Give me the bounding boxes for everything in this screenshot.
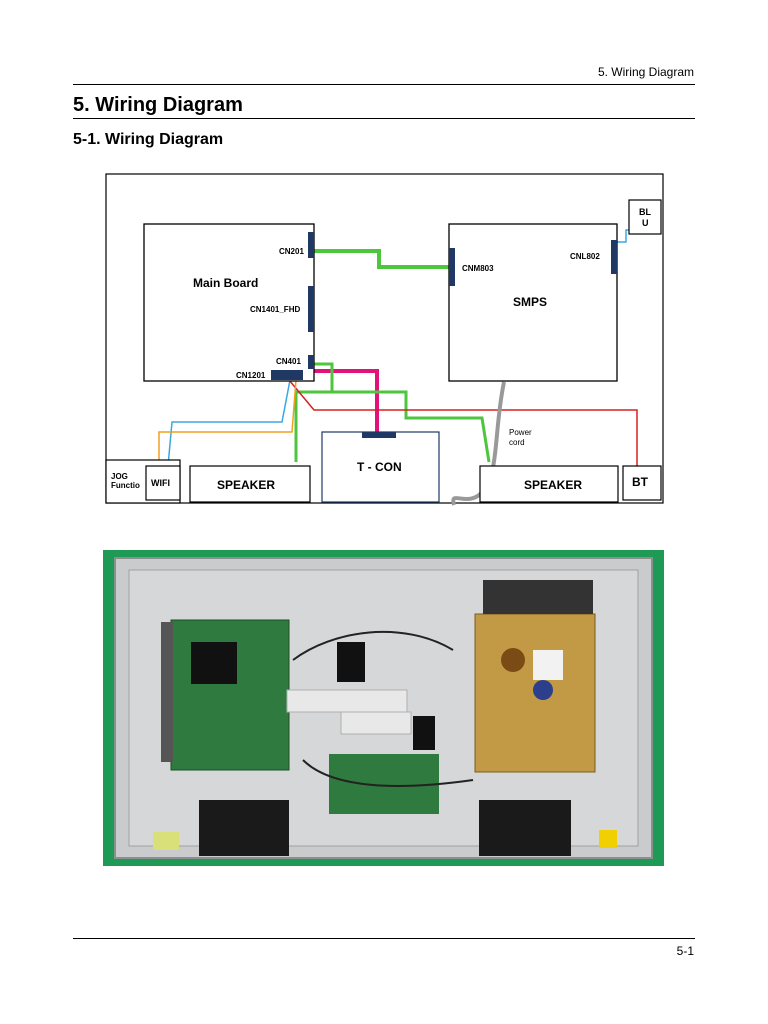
wifi-label: WIFI — [151, 478, 170, 488]
main-board-label: Main Board — [193, 276, 258, 290]
footer-rule — [73, 938, 695, 939]
bt-label: BT — [632, 475, 649, 489]
blu-box — [628, 199, 662, 235]
title-rule — [73, 118, 695, 119]
wire-red-bt — [288, 379, 638, 468]
bt-box — [622, 465, 662, 501]
wire-green-speaker-right — [314, 362, 491, 463]
cn1401-label: CN1401_FHD — [250, 305, 300, 314]
main-board-box — [143, 223, 315, 382]
speaker-left-box — [189, 465, 311, 503]
wire-orange-jog — [158, 379, 297, 466]
speaker-right-label: SPEAKER — [524, 478, 582, 492]
cn1201-connector — [271, 370, 303, 380]
wire-blue-wifi — [167, 379, 291, 467]
smps-label: SMPS — [513, 295, 547, 309]
jog-label-line2: Functio — [111, 481, 140, 490]
power-cord-label-line1: Power — [509, 428, 532, 437]
cn201-connector — [308, 232, 314, 258]
blu-label-line2: U — [642, 218, 649, 228]
section-subtitle: 5-1. Wiring Diagram — [73, 131, 224, 148]
smps-box — [448, 223, 618, 382]
running-header: 5. Wiring Diagram — [597, 65, 694, 79]
speaker-right-box — [479, 465, 619, 503]
page-title: 5. Wiring Diagram — [73, 94, 243, 116]
hardware-photo — [103, 550, 664, 866]
wire-green-cn201-cnm803 — [314, 249, 449, 269]
page-number: 5-1 — [676, 944, 694, 958]
tcon-label: T - CON — [357, 460, 402, 474]
cnl802-label: CNL802 — [570, 252, 600, 261]
blu-label-line1: BL — [639, 207, 651, 217]
cn401-label: CN401 — [276, 357, 301, 366]
cnm803-label: CNM803 — [462, 264, 494, 273]
cn1401-connector — [308, 286, 314, 332]
wifi-box — [145, 465, 181, 501]
tcon-connector — [362, 432, 396, 438]
cnm803-connector — [449, 248, 455, 286]
cn201-label: CN201 — [279, 247, 304, 256]
header-rule — [73, 84, 695, 85]
power-cord-label-line2: cord — [509, 438, 525, 447]
cn1201-label: CN1201 — [236, 371, 266, 380]
tcon-box — [321, 431, 440, 503]
cnl802-connector — [611, 240, 617, 274]
wire-green-speaker-left — [294, 390, 332, 462]
cn401-connector — [308, 355, 314, 369]
jog-label-line1: JOG — [111, 472, 128, 481]
speaker-left-label: SPEAKER — [217, 478, 275, 492]
wiring-diagram: Main Board CN201 CN1401_FHD CN401 CN1201… — [104, 170, 665, 543]
